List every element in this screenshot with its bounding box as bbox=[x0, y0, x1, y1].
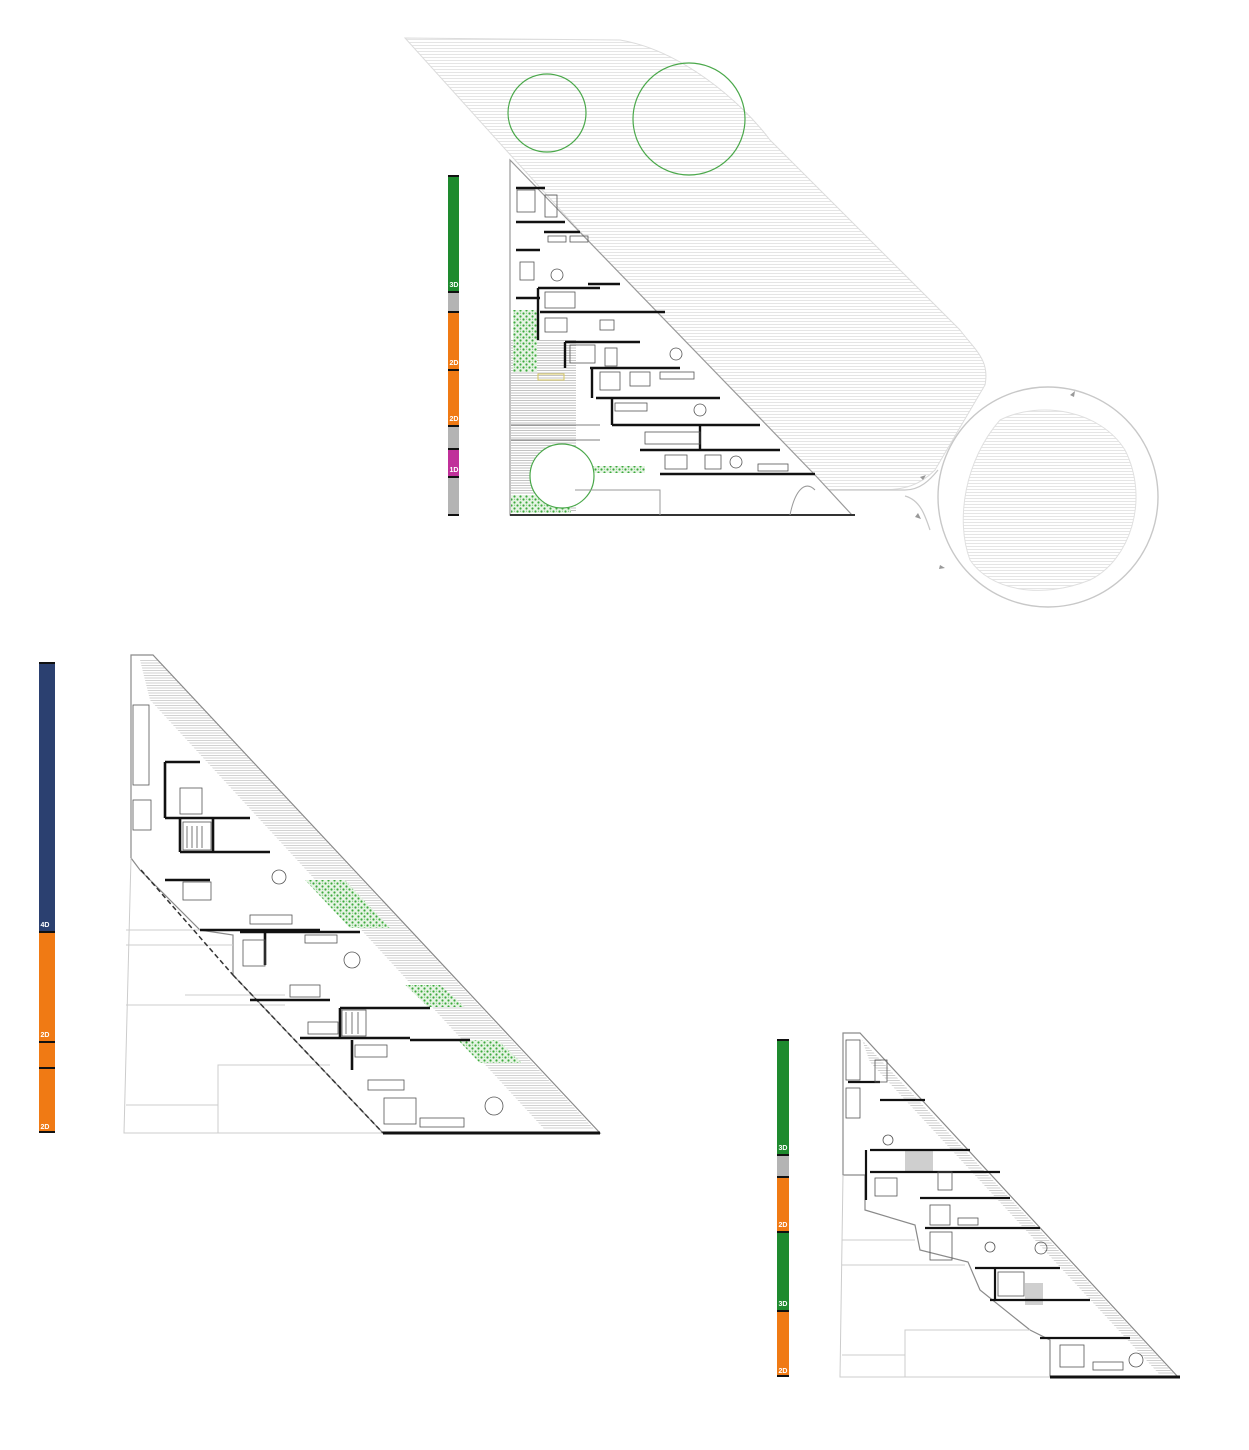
bar-separator bbox=[777, 1154, 789, 1156]
planting bbox=[305, 880, 390, 928]
bar-separator bbox=[777, 1176, 789, 1178]
floor-plan-small bbox=[839, 1032, 1180, 1379]
bar-separator bbox=[448, 448, 459, 450]
unit-type-bar-small-plan: 3D 2D 3D 2D bbox=[777, 1039, 789, 1377]
floor-plan-large bbox=[123, 654, 602, 1135]
bar-separator bbox=[448, 425, 459, 427]
bar-segment bbox=[39, 1041, 55, 1067]
bar-segment bbox=[777, 1176, 789, 1231]
bar-label: 3D bbox=[779, 1145, 788, 1152]
terrace-hatch bbox=[862, 1040, 1175, 1375]
bar-segment bbox=[448, 311, 459, 369]
unit-type-bar-large-plan: 4D 2D 2D bbox=[39, 662, 55, 1133]
bar-separator bbox=[448, 175, 459, 177]
bar-label: 2D bbox=[779, 1222, 788, 1229]
bar-segment bbox=[777, 1154, 789, 1176]
bar-label: 2D bbox=[779, 1368, 788, 1375]
tree-canopy bbox=[507, 73, 587, 153]
bar-separator bbox=[39, 1067, 55, 1069]
bar-label: 3D bbox=[450, 282, 459, 289]
bar-separator bbox=[448, 476, 459, 478]
bar-segment bbox=[777, 1039, 789, 1154]
planting bbox=[405, 985, 465, 1007]
bar-separator bbox=[448, 311, 459, 313]
bar-segment bbox=[448, 291, 459, 311]
bar-segment bbox=[39, 1067, 55, 1133]
neighbour-outline bbox=[123, 857, 383, 1134]
neighbour-outline bbox=[839, 1174, 1050, 1378]
planting bbox=[575, 466, 645, 473]
bar-segment bbox=[777, 1310, 789, 1377]
bar-separator bbox=[448, 291, 459, 293]
bar-label: 1D bbox=[450, 467, 459, 474]
planting bbox=[513, 310, 537, 372]
roundabout bbox=[815, 386, 1159, 608]
bar-label: 3D bbox=[779, 1301, 788, 1308]
floor-walls bbox=[848, 1080, 1130, 1340]
bar-segment bbox=[777, 1231, 789, 1310]
unit-type-bar-site-plan: 3D 2D 2D 1D bbox=[448, 175, 459, 516]
bar-separator bbox=[39, 931, 55, 933]
bar-label: 2D bbox=[41, 1124, 50, 1131]
bar-separator bbox=[39, 662, 55, 664]
bar-label: 4D bbox=[41, 922, 50, 929]
terrace-hatch bbox=[140, 660, 595, 1130]
planting bbox=[458, 1040, 522, 1063]
bar-segment bbox=[39, 931, 55, 1041]
bar-separator bbox=[777, 1310, 789, 1312]
bar-separator bbox=[777, 1039, 789, 1041]
bar-segment bbox=[448, 369, 459, 425]
bar-label: 2D bbox=[450, 416, 459, 423]
bar-separator bbox=[448, 369, 459, 371]
interior-lines bbox=[511, 189, 789, 472]
bar-segment bbox=[448, 476, 459, 516]
tree-canopy bbox=[632, 62, 746, 176]
bar-segment bbox=[448, 175, 459, 291]
bar-segment bbox=[448, 448, 459, 476]
site-plan bbox=[403, 37, 1159, 608]
interior-lines bbox=[132, 704, 504, 1128]
tree-canopy bbox=[529, 443, 595, 509]
bar-separator bbox=[777, 1231, 789, 1233]
bar-label: 2D bbox=[41, 1032, 50, 1039]
interior-lines bbox=[845, 1039, 1144, 1371]
floor-walls bbox=[163, 760, 470, 1070]
bar-separator bbox=[448, 514, 459, 516]
hatched-ground bbox=[403, 37, 987, 491]
bar-label: 2D bbox=[450, 360, 459, 367]
bar-separator bbox=[39, 1131, 55, 1133]
bar-separator bbox=[777, 1375, 789, 1377]
bar-segment bbox=[448, 425, 459, 448]
bar-segment bbox=[39, 662, 55, 931]
bar-separator bbox=[39, 1041, 55, 1043]
floor-walls bbox=[516, 186, 815, 476]
